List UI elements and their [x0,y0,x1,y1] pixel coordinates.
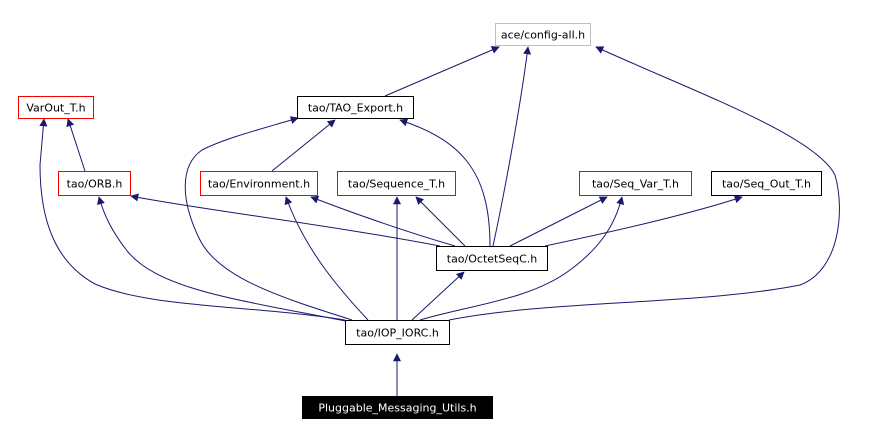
node-label: tao/ORB.h [67,178,123,191]
node-label: tao/IOP_IORC.h [356,327,439,340]
edge-tao-iop-iorc-to-tao-octetseqc [411,271,465,321]
node-ace-config-all[interactable]: ace/config-all.h [495,23,591,46]
edge-tao-octetseqc-to-tao-orb [130,193,441,247]
edge-tao-iop-iorc-to-tao-export [184,116,353,321]
node-tao-orb[interactable]: tao/ORB.h [58,171,131,196]
edge-tao-iop-iorc-to-ace-config-all [448,46,840,321]
edge-tao-octetseqc-to-tao-environment [310,195,456,247]
node-box [345,320,450,345]
edge-tao-iop-iorc-to-varout-t [39,118,346,321]
node-label: tao/OctetSeqC.h [447,253,537,266]
edge-tao-octetseqc-to-tao-export [399,118,491,247]
node-tao-octetseqc[interactable]: tao/OctetSeqC.h [436,246,548,271]
node-box [200,171,318,196]
edge-tao-iop-iorc-to-tao-environment [284,196,369,321]
node-box [18,96,94,119]
node-tao-export[interactable]: tao/TAO_Export.h [297,96,414,119]
edge-tao-environment-to-tao-export [271,119,336,172]
node-label: tao/Sequence_T.h [348,178,445,191]
edge-tao-export-to-ace-config-all [384,46,500,97]
node-tao-environment[interactable]: tao/Environment.h [200,171,318,196]
node-tao-sequence-t[interactable]: tao/Sequence_T.h [337,171,456,196]
edge-tao-iop-iorc-to-tao-orb [97,196,346,322]
node-box [337,171,456,196]
node-tao-iop-iorc[interactable]: tao/IOP_IORC.h [345,320,450,345]
node-label: tao/Environment.h [208,178,310,191]
edge-tao-octetseqc-to-tao-sequence-t [415,196,466,247]
node-label: tao/TAO_Export.h [308,102,403,115]
edge-tao-octetseqc-to-tao-seq-out-t [544,195,743,247]
node-box [297,96,414,119]
edges-layer [39,46,840,396]
node-varout-t[interactable]: VarOut_T.h [18,96,94,119]
node-label: VarOut_T.h [26,102,85,115]
edge-tao-orb-to-varout-t [66,118,86,172]
node-box [711,171,822,196]
node-box [495,23,591,46]
node-label: Pluggable_Messaging_Utils.h [318,402,476,415]
node-label: ace/config-all.h [501,29,585,42]
node-box [436,246,548,271]
node-label: tao/Seq_Out_T.h [722,178,811,191]
node-box [58,171,131,196]
node-pluggable-messaging-utils[interactable]: Pluggable_Messaging_Utils.h [302,396,493,419]
edge-tao-iop-iorc-to-tao-seq-var-t [419,196,625,321]
node-label: tao/Seq_Var_T.h [592,178,679,191]
edge-tao-octetseqc-to-ace-config-all [492,46,532,247]
node-box [302,396,493,419]
node-tao-seq-out-t[interactable]: tao/Seq_Out_T.h [711,171,822,196]
node-tao-seq-var-t[interactable]: tao/Seq_Var_T.h [579,171,692,196]
node-box [579,171,692,196]
edge-tao-octetseqc-to-tao-seq-var-t [509,196,608,247]
